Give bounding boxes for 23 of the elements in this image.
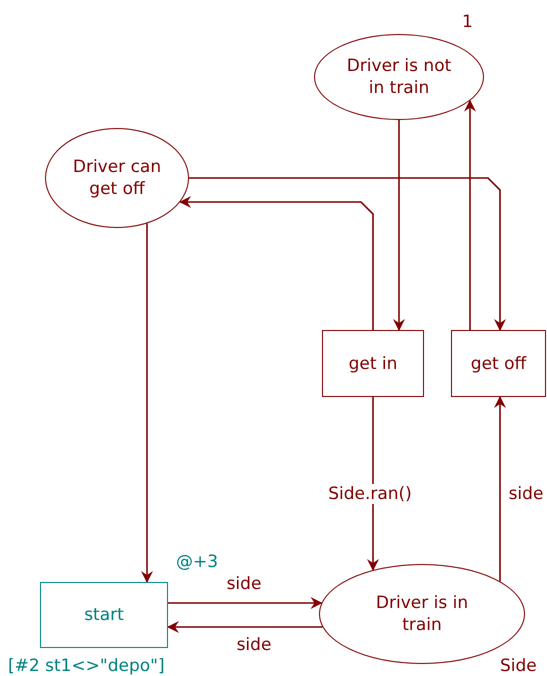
inscription: @+3 (176, 552, 218, 572)
transition-name: get in (348, 352, 398, 374)
transition-box (322, 330, 424, 397)
arrow (367, 397, 379, 572)
arrow (179, 196, 374, 330)
arrow (168, 597, 323, 609)
arrow (167, 621, 323, 633)
arrow (464, 100, 476, 330)
transition-box (40, 582, 168, 648)
transition-box (451, 330, 546, 397)
place-name: Driver is not in train (346, 55, 452, 99)
transition-name: start (84, 604, 124, 626)
arrow (141, 223, 153, 583)
transition-name: get off (470, 352, 526, 374)
arrow (494, 396, 506, 582)
marking: 1 (462, 12, 473, 32)
place-name: Driver is in train (374, 592, 470, 636)
edge-label: Side.ran() (327, 484, 413, 504)
arrow (393, 120, 405, 331)
arrow (189, 177, 506, 331)
place-name: Driver can get off (72, 156, 162, 200)
inscription: [#2 st1<>"depo"] (8, 656, 165, 676)
marking: Side (500, 656, 537, 676)
